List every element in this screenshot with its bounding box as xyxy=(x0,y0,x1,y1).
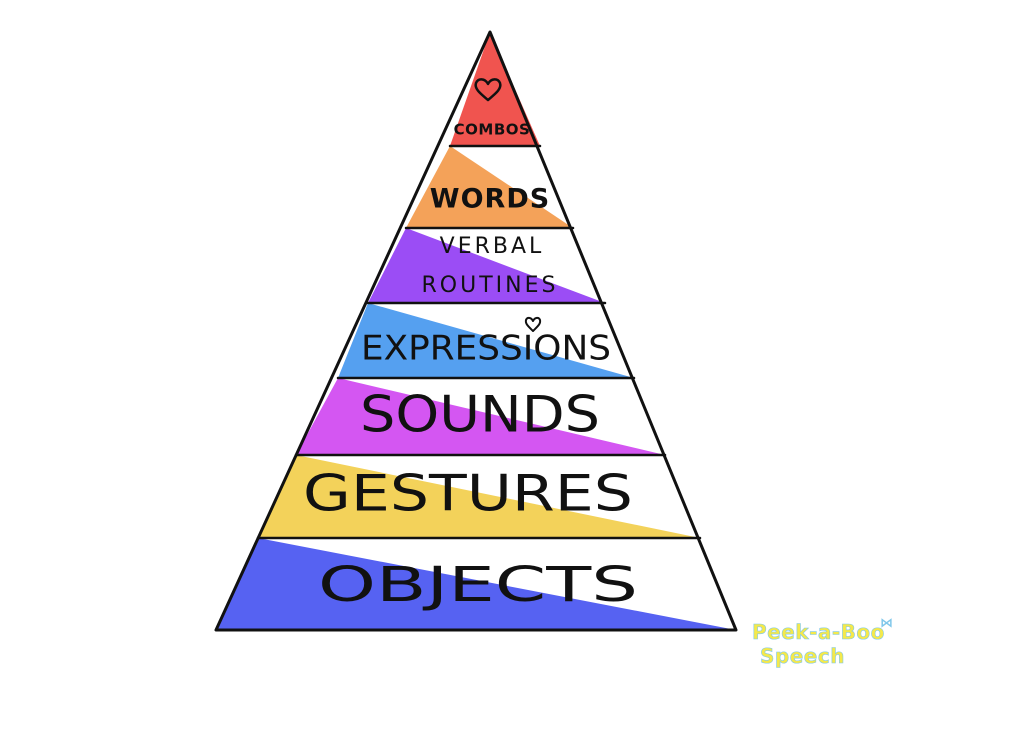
bow-icon: ⋈ xyxy=(880,616,894,631)
tier-label-expressions: EXPRESSIONS xyxy=(361,329,611,369)
tier-expressions xyxy=(338,303,634,378)
tier-label-objects: OBJECTS xyxy=(318,557,638,613)
tier-label-sounds: SOUNDS xyxy=(360,386,600,444)
tier-combos xyxy=(450,32,540,146)
logo-text-line-2: Speech xyxy=(760,644,845,669)
tier-label-words: WORDS xyxy=(430,184,550,215)
tier-label-combos: COMBOS xyxy=(454,121,531,139)
tier-dividers xyxy=(256,144,702,540)
tier-objects xyxy=(216,538,736,630)
tier-words xyxy=(406,146,573,228)
tier-label-routines: ROUTINES xyxy=(422,273,559,298)
tier-sounds xyxy=(296,378,665,455)
tier-verbal-routines xyxy=(368,228,605,303)
tier-label-gestures: GESTURES xyxy=(303,465,633,523)
logo-text-line-1: Peek-a-Boo xyxy=(752,620,885,645)
tier-label-verbal: VERBAL xyxy=(440,234,545,259)
logo: ⋈ Peek-a-Boo Speech xyxy=(752,616,912,676)
pyramid-outline xyxy=(214,30,738,632)
tier-gestures xyxy=(258,455,700,538)
heart-icon xyxy=(524,316,542,332)
heart-icon xyxy=(474,78,502,102)
